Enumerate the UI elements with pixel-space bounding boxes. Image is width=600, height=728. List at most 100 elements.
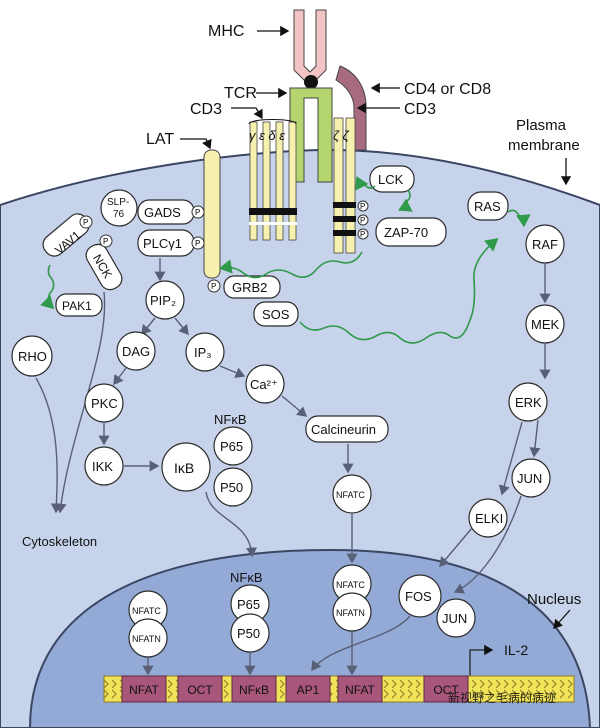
membrane-label: membrane — [508, 137, 580, 154]
ikk-text: IKK — [92, 459, 113, 474]
cytoskeleton-label: Cytoskeleton — [22, 534, 97, 549]
cd3-left-label: CD3 — [190, 101, 222, 118]
svg-text:P: P — [360, 216, 365, 225]
zeta-phospho: P P P — [357, 200, 369, 240]
slp76-text-1: SLP- — [107, 197, 129, 208]
zap70-text: ZAP-70 — [384, 225, 428, 240]
calcineurin-text: Calcineurin — [311, 422, 376, 437]
il2-label: IL-2 — [504, 642, 528, 658]
ip3-node — [185, 332, 225, 372]
nfkb-label: NFκB — [214, 412, 247, 427]
elk1-node — [468, 498, 508, 538]
svg-text:P: P — [83, 218, 88, 227]
dna-site-label-3: AP1 — [297, 683, 320, 697]
jun-node — [511, 458, 551, 498]
elk1-text: ELKI — [475, 511, 503, 526]
slp76-node — [100, 189, 138, 227]
pak1-node — [55, 293, 103, 317]
ras-text: RAS — [474, 199, 501, 214]
dna-site-label-0: NFAT — [129, 683, 159, 697]
dna-site-1 — [177, 675, 223, 703]
lck-text: LCK — [378, 172, 404, 187]
rho-node — [11, 335, 53, 377]
mhc-label: MHC — [208, 23, 244, 40]
pak1-text: PAK1 — [62, 299, 92, 313]
cd3-left-chains — [249, 121, 297, 241]
ikk-node — [84, 446, 124, 486]
plasma-label: Plasma — [516, 117, 567, 134]
svg-text:P: P — [195, 208, 200, 217]
nfkb-nuc-label: NFκB — [230, 570, 263, 585]
ikb-node — [161, 442, 211, 492]
erk-text: ERK — [515, 395, 542, 410]
p50-node — [213, 467, 253, 507]
raf-node — [525, 224, 565, 264]
sos-node — [253, 301, 299, 327]
chains-left-label: γ ε δ ε — [249, 128, 285, 143]
watermark: 新视野之毛病的病迹 — [448, 690, 556, 705]
dag-text: DAG — [122, 344, 150, 359]
pkc-node — [84, 383, 124, 423]
ca2-node — [245, 364, 285, 404]
peptide-dot — [304, 75, 318, 89]
p65-nuc-text: P65 — [237, 597, 260, 612]
dag-node — [116, 331, 156, 371]
nfatn-nuc2-text: NFATN — [336, 608, 365, 618]
zap70-node — [375, 217, 447, 247]
lat-label: LAT — [146, 131, 174, 148]
grb2-text: GRB2 — [232, 280, 267, 295]
plcg1-text: PLCγ1 — [143, 236, 182, 251]
cd3-right-label: CD3 — [404, 101, 436, 118]
svg-text:P: P — [211, 282, 216, 291]
dna-site-label-1: OCT — [187, 683, 213, 697]
jun-text: JUN — [517, 471, 542, 486]
p50-nuc-node — [230, 613, 270, 653]
p50-nuc-text: P50 — [237, 626, 260, 641]
gads-text: GADS — [144, 205, 181, 220]
nfatc-nuc1-text: NFATC — [132, 606, 161, 616]
p65-node — [213, 426, 253, 466]
mek-node — [525, 304, 565, 344]
dna-site-4 — [337, 675, 383, 703]
nfatn-nuc2-node — [332, 592, 372, 632]
dna-site-3 — [285, 675, 331, 703]
nfatc-text: NFATC — [336, 490, 365, 500]
ca2-text: Ca²⁺ — [250, 377, 278, 392]
p50-text: P50 — [220, 480, 243, 495]
nfatn-nuc1-node — [128, 618, 168, 658]
dna-site-label-4: NFAT — [345, 683, 375, 697]
dna-site-0 — [121, 675, 167, 703]
svg-text:P: P — [103, 237, 108, 246]
nucleus-label: Nucleus — [527, 591, 581, 608]
cd4-cd8-label: CD4 or CD8 — [404, 81, 491, 98]
sos-text: SOS — [262, 307, 290, 322]
pip2-node — [145, 280, 185, 320]
erk-node — [508, 382, 548, 422]
nfatc-nuc2-text: NFATC — [336, 580, 365, 590]
mhc-molecule — [293, 9, 327, 83]
slp76-text-2: 76 — [113, 209, 125, 220]
zeta-chains — [333, 117, 356, 254]
lck-node — [369, 165, 415, 193]
mek-text: MEK — [531, 317, 560, 332]
gads-phospho — [191, 205, 205, 219]
calcineurin-node — [305, 415, 389, 443]
nck-node — [85, 243, 123, 291]
dna-site-label-2: NFκB — [239, 683, 269, 697]
svg-text:P: P — [360, 202, 365, 211]
ip3-text: IP₃ — [194, 345, 212, 360]
pkc-text: PKC — [91, 396, 118, 411]
rho-text: RHO — [18, 349, 47, 364]
pip2-text: PIP₂ — [150, 293, 176, 308]
chains-right-label: ζ ζ — [333, 128, 350, 143]
ras-node — [467, 191, 509, 221]
nfatc-node — [332, 474, 372, 514]
ikb-text: IκB — [174, 460, 194, 476]
fos-node — [398, 574, 442, 618]
dna-site-5 — [423, 675, 469, 703]
p65-text: P65 — [220, 439, 243, 454]
nfatn-nuc1-text: NFATN — [132, 634, 161, 644]
svg-text:P: P — [195, 239, 200, 248]
tcr-label: TCR — [224, 85, 257, 102]
